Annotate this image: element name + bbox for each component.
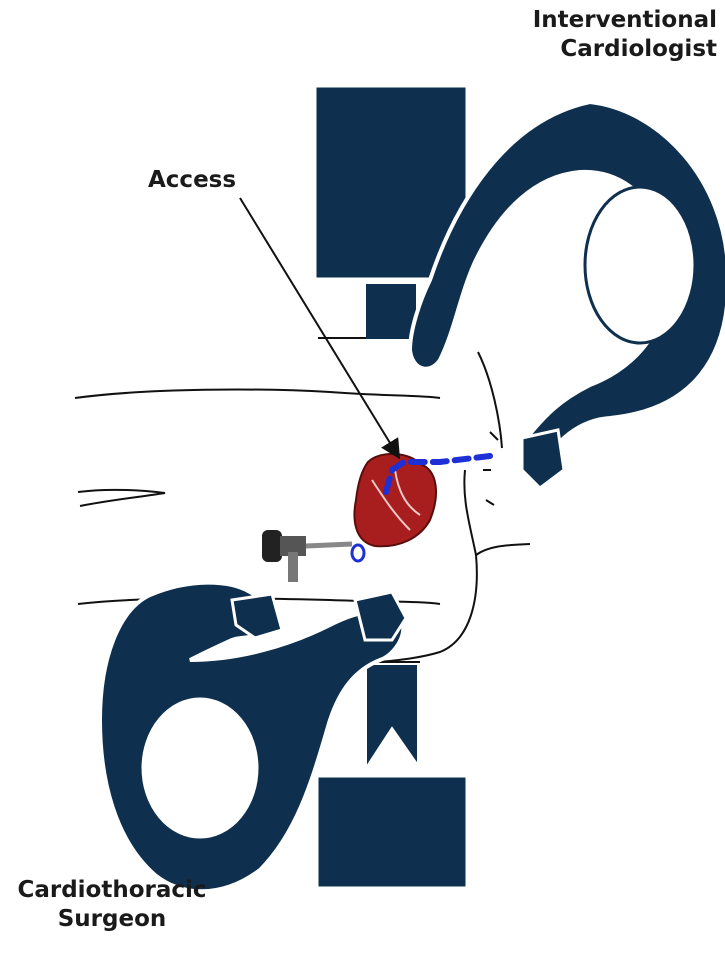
interventional-label-line2: Cardiologist [497, 35, 717, 64]
surgical-instrument [262, 530, 352, 582]
interventional-label-line1: Interventional [497, 6, 717, 35]
surgeon-label-line2: Surgeon [12, 905, 212, 934]
interventional-cardiologist-label: Interventional Cardiologist [497, 6, 717, 64]
cardiothoracic-surgeon-label: Cardiothoracic Surgeon [12, 876, 212, 934]
surgeon-label-line1: Cardiothoracic [12, 876, 212, 905]
access-label: Access [148, 166, 236, 195]
